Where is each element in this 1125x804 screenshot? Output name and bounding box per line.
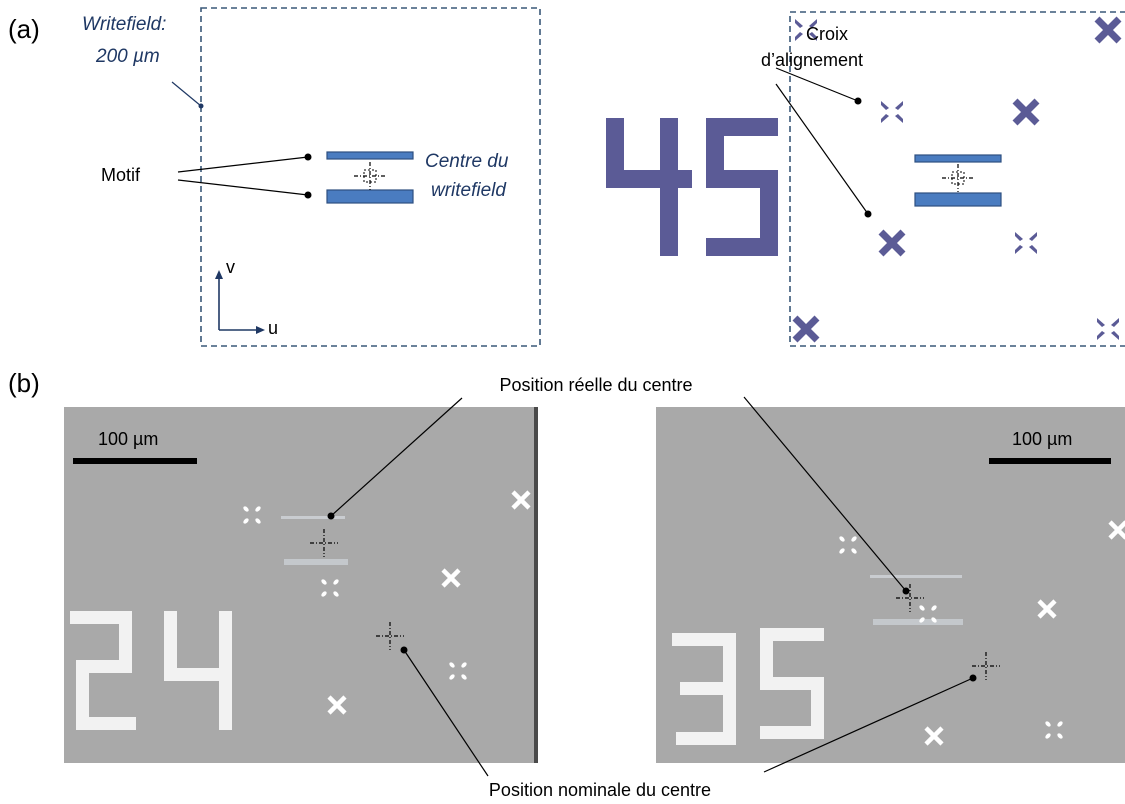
- align-mark-corner-tr: [1097, 19, 1119, 41]
- motif-label: Motif: [101, 165, 141, 185]
- align-mark-inner-tl: [881, 101, 903, 123]
- real-center-label: Position réelle du centre: [499, 375, 692, 395]
- align-mark-inner-bl: [881, 232, 903, 254]
- scale-bar-right-label: 100 µm: [1012, 429, 1072, 449]
- center-crosshair-a-right: [941, 163, 975, 193]
- nominal-center-label: Position nominale du centre: [489, 780, 711, 800]
- center-label-line1: Centre du: [425, 151, 509, 172]
- nominal-center-dot-left: [400, 646, 408, 654]
- number-45-text: 45: [642, 189, 644, 191]
- motif-pointer-top: [177, 156, 309, 173]
- align-mark-inner-tr: [1015, 101, 1037, 123]
- writefield-pointer: [171, 81, 202, 107]
- motif-bar-bottom-right: [914, 192, 1002, 207]
- panel-a-label: (a): [8, 14, 40, 44]
- micrograph-right: [656, 407, 1125, 763]
- real-center-pointer-left: [330, 397, 463, 517]
- number-45-glyph: [606, 118, 778, 256]
- motif-pointer-bottom: [177, 179, 309, 196]
- croix-pointer-dot-1: [854, 97, 862, 105]
- motif-pointer-dot-bottom: [304, 191, 312, 199]
- motif-bar-top-right: [914, 154, 1002, 163]
- nominal-center-dot-right: [969, 674, 977, 682]
- croix-label-line1: Croix: [806, 24, 848, 44]
- croix-pointer-2: [775, 83, 869, 215]
- motif-bar-bottom: [326, 189, 414, 204]
- axis-v-label: v: [226, 257, 235, 277]
- real-center-dot-right: [902, 587, 910, 595]
- center-label-line2: writefield: [431, 180, 507, 201]
- micrograph-left: [64, 407, 538, 763]
- writefield-label-line1: Writefield:: [82, 14, 166, 35]
- align-mark-corner-bl: [795, 318, 817, 340]
- croix-pointer-dot-2: [864, 210, 872, 218]
- writefield-label-line2: 200 µm: [95, 46, 160, 67]
- motif-bar-top: [326, 151, 414, 160]
- uv-axes: [215, 270, 265, 334]
- panel-b-label: (b): [8, 368, 40, 398]
- croix-pointer-1: [775, 67, 859, 102]
- writefield-pointer-dot: [198, 103, 204, 109]
- align-mark-corner-br: [1097, 318, 1119, 340]
- nominal-center-pointer-left: [403, 649, 489, 777]
- axis-u-label: u: [268, 318, 278, 338]
- croix-label-line2: d’alignement: [761, 50, 863, 70]
- real-center-dot-left: [327, 512, 335, 520]
- writefield-box-right: [789, 11, 1125, 347]
- scale-bar-left-label: 100 µm: [98, 429, 158, 449]
- writefield-box-left: [200, 7, 541, 347]
- nominal-center-pointer-right: [763, 677, 974, 773]
- center-crosshair-a: [353, 161, 387, 191]
- real-center-pointer-right: [743, 396, 907, 592]
- align-mark-inner-br: [1015, 232, 1037, 254]
- motif-pointer-dot-top: [304, 153, 312, 161]
